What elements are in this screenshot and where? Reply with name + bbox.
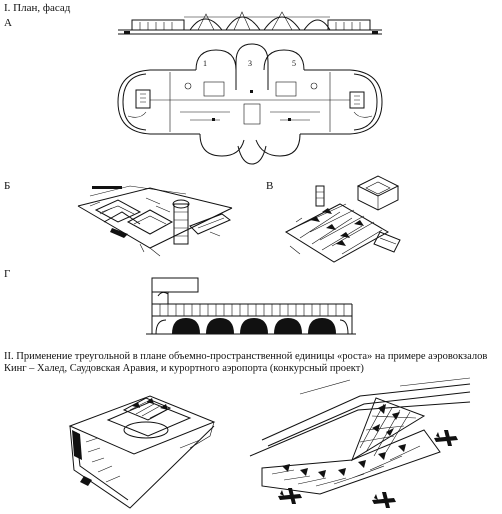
facade-elevation-drawing bbox=[118, 11, 382, 35]
section-1-title: I. План, фасад bbox=[4, 2, 71, 14]
label-v: В bbox=[266, 180, 274, 192]
airplane-icon bbox=[278, 488, 302, 504]
label-b: Б bbox=[4, 180, 11, 192]
elevation-g-drawing bbox=[146, 277, 356, 335]
label-a: А bbox=[4, 17, 12, 29]
floor-plan-drawing bbox=[117, 43, 383, 165]
section-2-caption-line-2: Кинг – Халед, Саудовская Аравия, и курор… bbox=[4, 363, 364, 374]
section-2-caption-line-1: II. Применение треугольной в плане объем… bbox=[4, 351, 488, 362]
plan-room-number-3: 3 bbox=[248, 59, 252, 68]
perspective-b-drawing bbox=[77, 185, 233, 257]
airplane-icon bbox=[434, 430, 458, 446]
terminal-right-drawing bbox=[249, 377, 471, 508]
terminal-left-drawing bbox=[68, 395, 216, 509]
airplane-icon bbox=[372, 492, 396, 508]
plan-room-number-5: 5 bbox=[292, 59, 296, 68]
perspective-v-drawing bbox=[284, 175, 401, 263]
label-g: Г bbox=[4, 268, 11, 280]
plan-room-number-1: 1 bbox=[203, 59, 207, 68]
